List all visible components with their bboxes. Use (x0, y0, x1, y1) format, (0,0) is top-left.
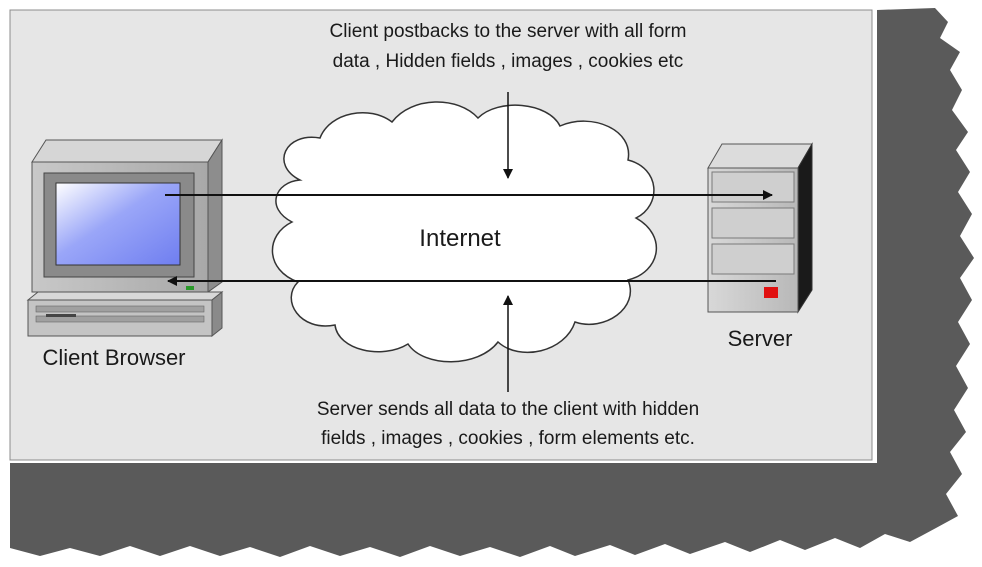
cloud-label: Internet (419, 225, 501, 252)
client-label: Client Browser (42, 345, 185, 370)
top-caption-line-2: data , Hidden fields , images , cookies … (333, 51, 684, 72)
server-tower-icon (707, 142, 813, 314)
torn-paper-shadow (10, 8, 974, 557)
server-label: Server (728, 326, 793, 351)
bottom-caption-line-1: Server sends all data to the client with… (317, 399, 699, 420)
bottom-caption-line-2: fields , images , cookies , form element… (321, 428, 695, 449)
client-computer-icon (26, 138, 224, 338)
top-caption-line-1: Client postbacks to the server with all … (330, 21, 687, 42)
server-led (764, 287, 778, 298)
